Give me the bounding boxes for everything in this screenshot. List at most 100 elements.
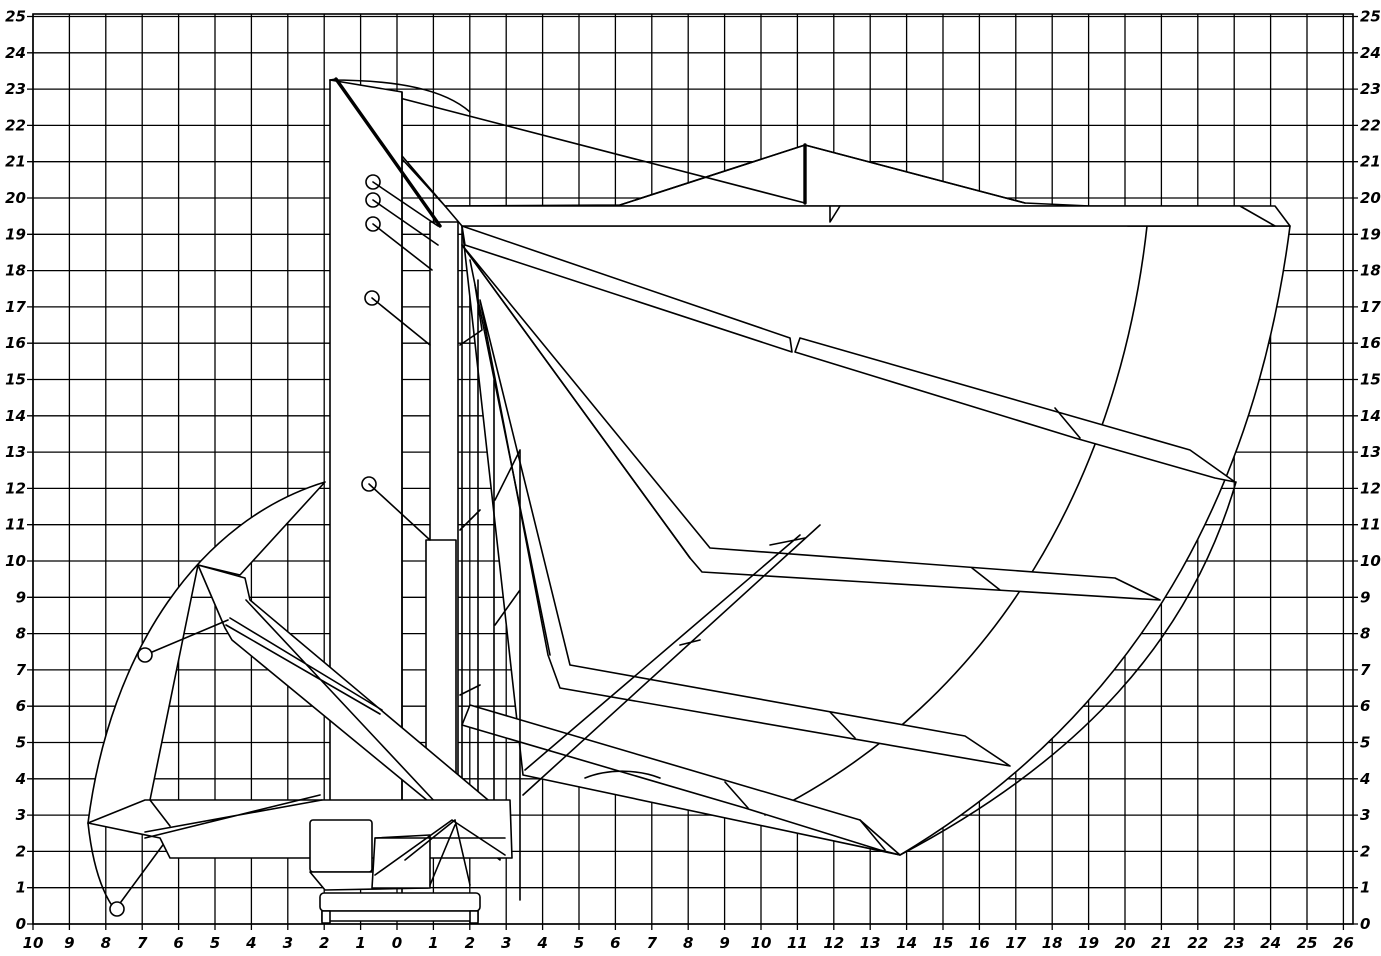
x-tick-label: 20 [1115, 934, 1136, 952]
main-boom [329, 78, 1291, 227]
tower-pulleys [334, 77, 442, 541]
boom-foot-bracing [374, 819, 506, 886]
x-tick-label: 26 [1333, 934, 1354, 952]
x-tick-label: 6 [610, 934, 620, 952]
y-left-tick-label: 8 [16, 625, 26, 643]
lower-arc [584, 770, 661, 779]
x-tick-label: 8 [101, 934, 111, 952]
ballast-pulley [109, 901, 125, 917]
crawler-base [319, 892, 481, 912]
y-right-tick-label: 19 [1360, 225, 1381, 243]
y-right-tick-label: 6 [1360, 697, 1370, 715]
x-tick-label: 15 [933, 934, 954, 952]
x-tick-label: 0 [392, 934, 402, 952]
y-left-tick-label: 25 [5, 8, 26, 26]
x-tick-label: 10 [751, 934, 772, 952]
boom-head-platform [444, 205, 1276, 227]
y-left-tick-label: 12 [5, 479, 26, 497]
y-left-tick-label: 1 [16, 879, 26, 897]
y-right-tick-label: 8 [1360, 625, 1370, 643]
y-right-tick-label: 12 [1360, 479, 1381, 497]
jib-lower-stays [522, 524, 821, 796]
y-right-tick-label: 0 [1360, 915, 1370, 933]
y-right-tick-label: 7 [1360, 661, 1371, 679]
x-tick-label: 1 [355, 934, 365, 952]
y-left-tick-label: 21 [5, 153, 26, 171]
y-left-tick-label: 13 [5, 443, 26, 461]
x-tick-label: 24 [1260, 934, 1281, 952]
machine-house [309, 819, 373, 873]
y-left-tick-label: 6 [16, 697, 26, 715]
x-tick-label: 25 [1297, 934, 1318, 952]
y-right-tick-label: 9 [1360, 588, 1370, 606]
y-left-tick-label: 0 [16, 915, 26, 933]
jib-rib-2 [794, 337, 1236, 483]
x-tick-label: 13 [860, 934, 881, 952]
y-left-tick-label: 19 [5, 225, 26, 243]
y-left-tick-label: 14 [5, 407, 26, 425]
y-right-tick-label: 25 [1360, 8, 1381, 26]
y-right-tick-label: 22 [1360, 116, 1381, 134]
x-tick-label: 12 [823, 934, 844, 952]
y-left-tick-label: 11 [5, 516, 26, 534]
x-tick-label: 7 [647, 934, 658, 952]
jib-rib-1 [461, 225, 793, 353]
jib-cross-bracing [461, 244, 1081, 851]
jib-stays [619, 144, 1026, 223]
y-left-tick-label: 23 [5, 80, 26, 98]
y-left-tick-label: 9 [16, 588, 26, 606]
outer-range-arc-lower [899, 481, 1237, 856]
x-tick-label: 4 [536, 934, 547, 952]
y-right-tick-label: 24 [1360, 44, 1381, 62]
y-right-tick-label: 3 [1360, 806, 1370, 824]
counter-jib-pulley [137, 647, 153, 663]
x-tick-label: 22 [1187, 934, 1208, 952]
y-right-tick-label: 10 [1360, 552, 1381, 570]
y-right-tick-label: 23 [1360, 80, 1381, 98]
y-right-tick-label: 15 [1360, 371, 1381, 389]
counter-jib-ties [144, 599, 453, 821]
x-tick-label: 2 [319, 934, 329, 952]
y-right-tick-label: 1 [1360, 879, 1370, 897]
y-left-tick-label: 17 [5, 298, 26, 316]
x-tick-label: 3 [283, 934, 293, 952]
y-right-tick-label: 11 [1360, 516, 1381, 534]
y-right-tick-label: 17 [1360, 298, 1381, 316]
y-right-tick-label: 14 [1360, 407, 1381, 425]
y-right-tick-label: 21 [1360, 153, 1381, 171]
boom-top-chord [329, 79, 806, 204]
y-right-tick-label: 20 [1360, 189, 1381, 207]
y-axis-left-tick-labels: 0123456789101112131415161718192021222324… [5, 8, 26, 934]
y-right-tick-label: 2 [1360, 842, 1370, 860]
y-left-tick-label: 10 [5, 552, 26, 570]
y-left-tick-label: 16 [5, 334, 26, 352]
y-left-tick-label: 2 [16, 842, 26, 860]
crawler-wheel-right [469, 910, 479, 924]
turntable [371, 834, 431, 889]
y-left-tick-label: 24 [5, 44, 26, 62]
x-tick-label: 2 [465, 934, 475, 952]
y-right-tick-label: 4 [1359, 770, 1370, 788]
x-tick-label: 14 [896, 934, 917, 952]
boom-inner-chords [459, 225, 521, 901]
y-left-tick-label: 7 [16, 661, 27, 679]
x-tick-label: 8 [683, 934, 693, 952]
counter-jib-arm [197, 564, 501, 861]
x-tick-label: 10 [23, 934, 44, 952]
x-tick-label: 18 [1042, 934, 1063, 952]
y-left-tick-label: 5 [16, 734, 26, 752]
jib-rib-4 [479, 299, 1011, 767]
x-tick-label: 6 [173, 934, 183, 952]
x-tick-label: 7 [137, 934, 148, 952]
x-tick-label: 16 [969, 934, 990, 952]
crawler-track [321, 910, 479, 922]
x-tick-label: 5 [574, 934, 584, 952]
x-tick-label: 4 [245, 934, 256, 952]
y-left-tick-label: 3 [16, 806, 26, 824]
x-tick-label: 5 [210, 934, 220, 952]
x-tick-label: 23 [1224, 934, 1245, 952]
x-tick-label: 1 [428, 934, 438, 952]
y-right-tick-label: 18 [1360, 262, 1381, 280]
